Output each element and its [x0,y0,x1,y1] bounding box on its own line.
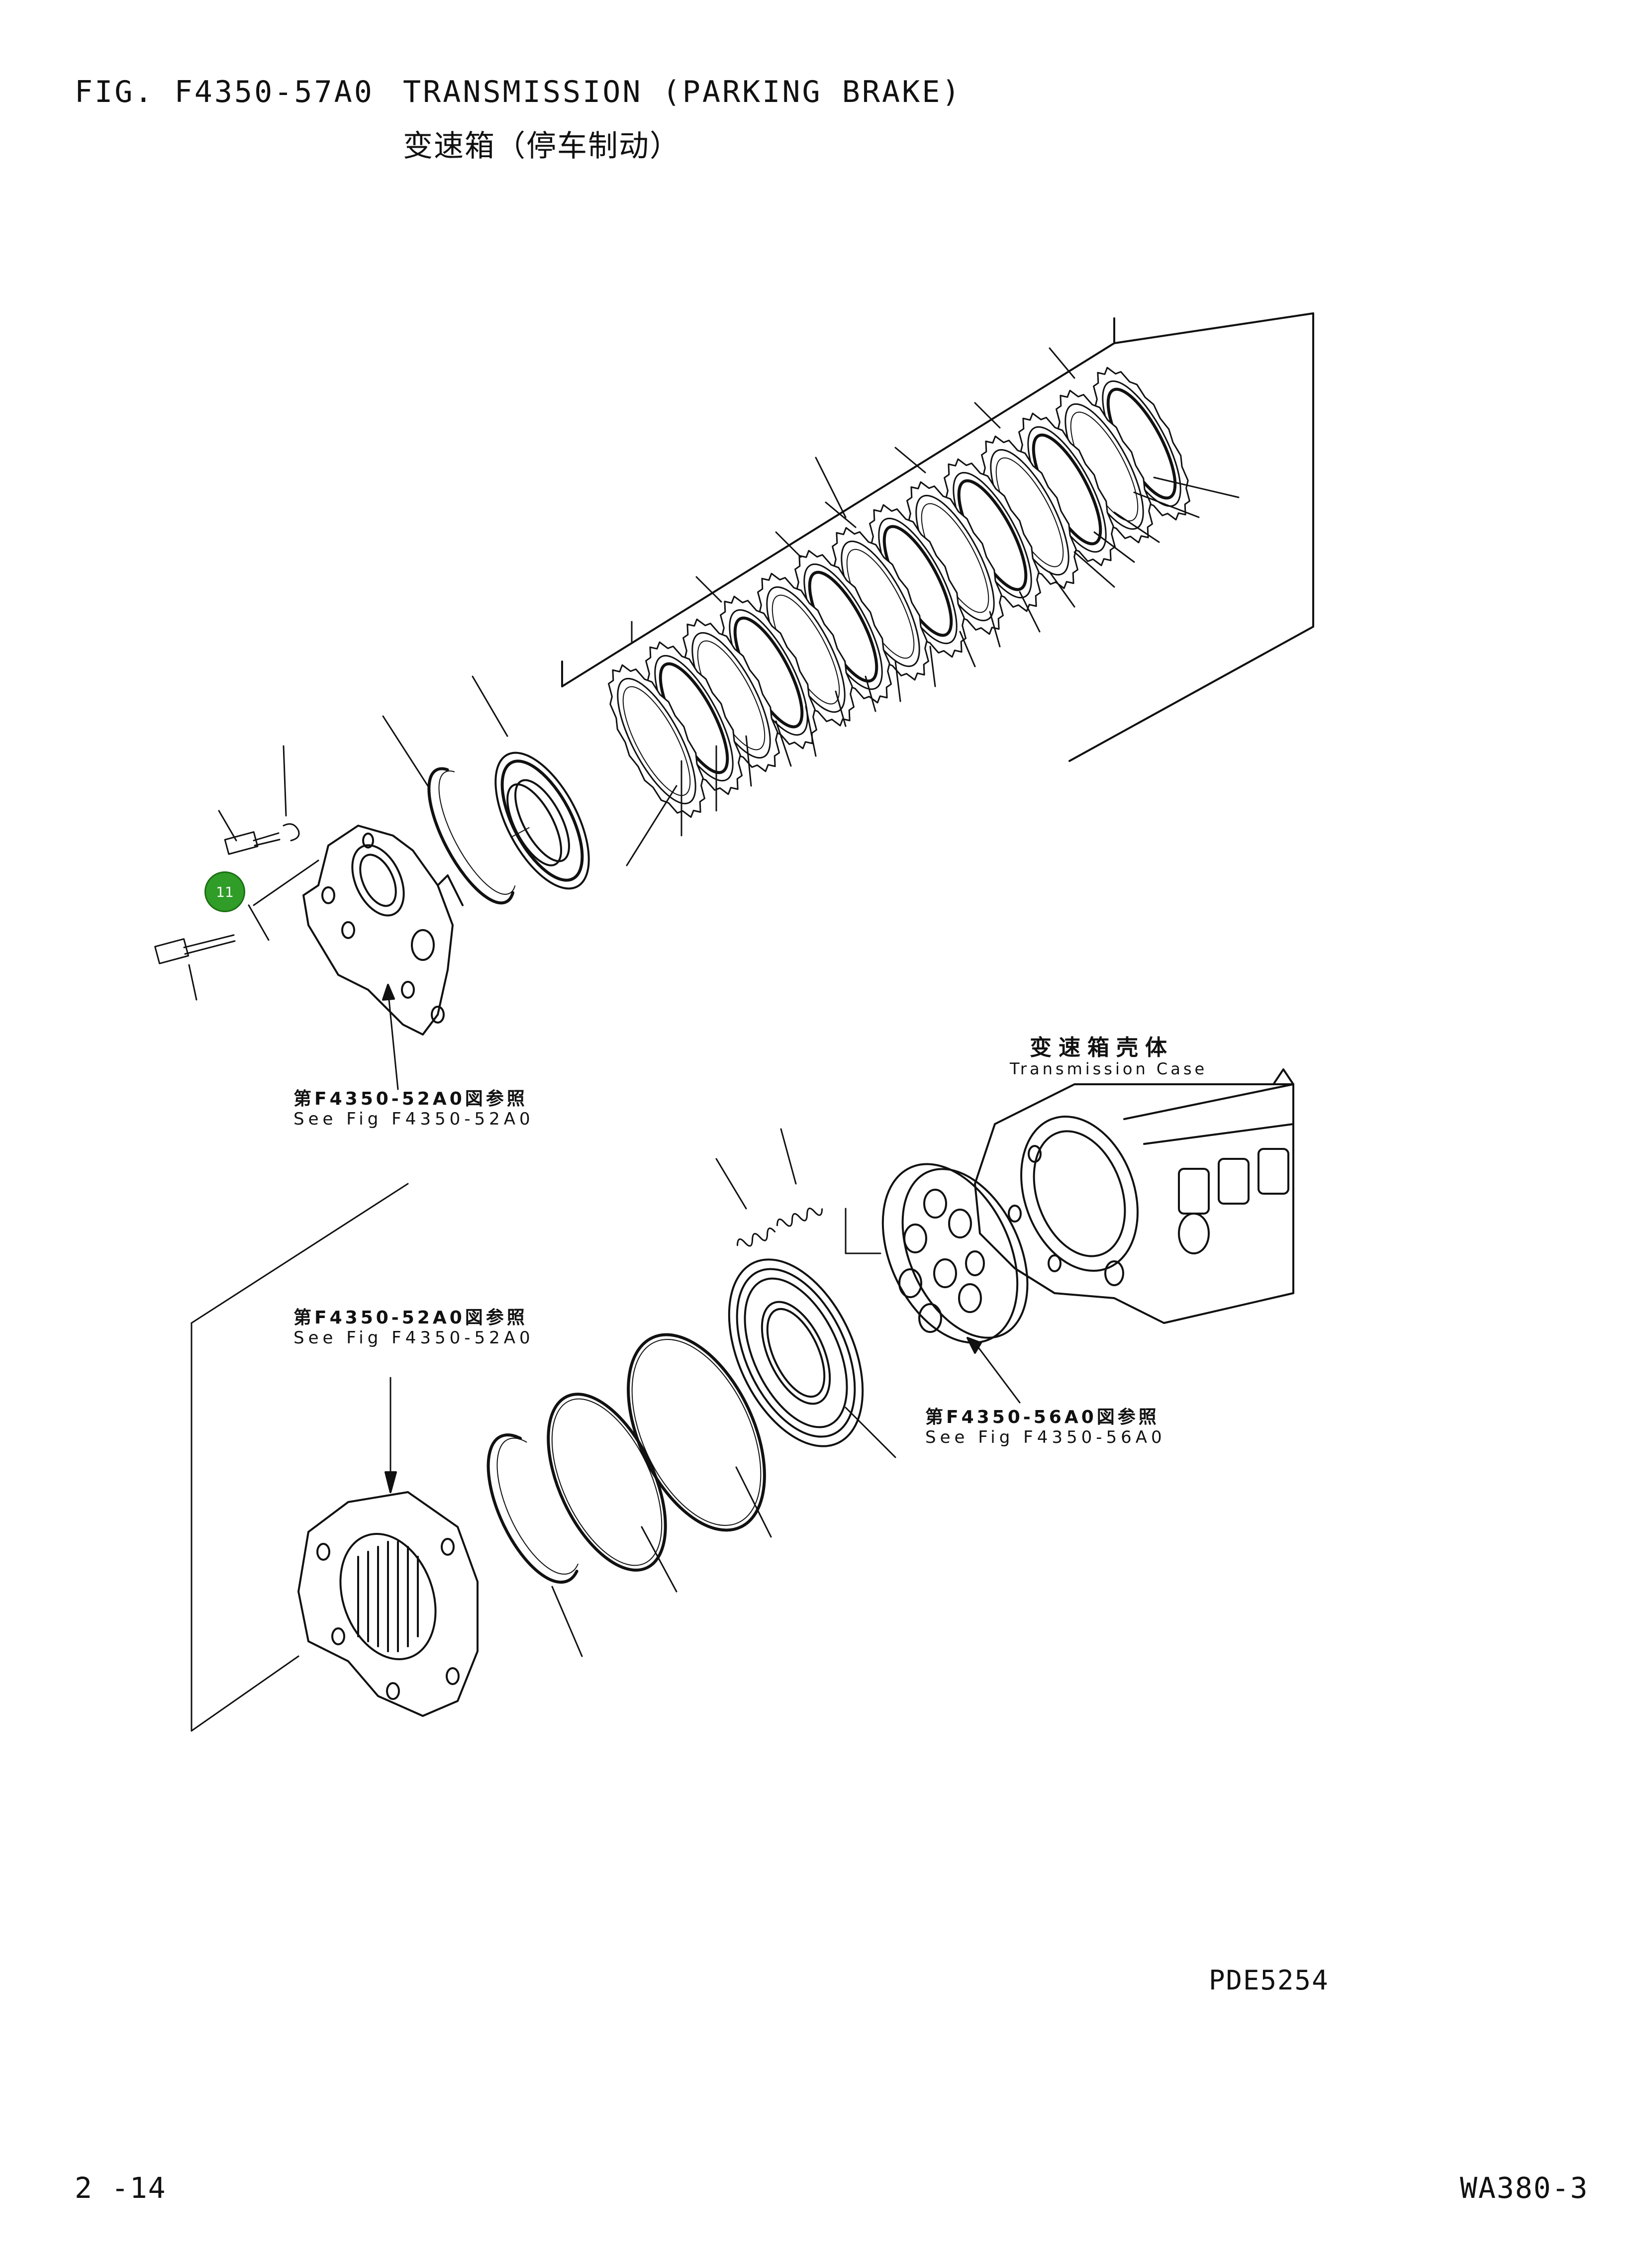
snap-ring-lower [486,1433,579,1584]
brake-disc-stack [608,367,1190,818]
leader-lines-upper [631,347,1075,643]
springs [715,1128,823,1247]
friction-disc [1018,412,1116,567]
snap-ring [427,767,516,905]
case-label-cn: 变速箱壳体 [1030,1035,1174,1060]
reference-top-cn: 第F4350-52A0図参照 [293,1089,528,1109]
seal-ring-medium [547,1393,667,1572]
callout-marker[interactable]: 11 [204,871,245,912]
washer-pin [248,745,319,941]
bearing [494,752,590,890]
figure-number: FIG. F4350-57A0 [75,75,374,109]
steel-plate [608,664,705,818]
figure-title-chinese: 变速箱（停车制动） [403,129,680,164]
bolt-long [154,934,236,1001]
reference-right-cn: 第F4350-56A0図参照 [925,1407,1160,1427]
transmission-case [974,1068,1294,1324]
drawing-code: PDE5254 [1209,1965,1329,1996]
seal-ring-large [627,1333,766,1532]
model-number: WA380-3 [1460,2171,1589,2205]
piston [728,1258,864,1447]
figure-title: TRANSMISSION (PARKING BRAKE) [403,75,962,109]
page-number: 2 -14 [75,2171,167,2205]
bolt-short [218,810,281,855]
reference-top-en[interactable]: See Fig F4350-52A0 [293,1109,534,1129]
reference-bottom-en[interactable]: See Fig F4350-52A0 [293,1328,534,1348]
leader-lines-right [626,476,1240,866]
case-label-en: Transmission Case [1010,1059,1208,1078]
cover-housing [302,825,464,1036]
disc-pack-bracket [561,312,1314,762]
reference-bottom-cn: 第F4350-52A0図参照 [293,1308,528,1328]
reference-right-en[interactable]: See Fig F4350-56A0 [925,1427,1166,1447]
lower-housing [297,1491,479,1717]
piston-plate [881,1163,1029,1344]
